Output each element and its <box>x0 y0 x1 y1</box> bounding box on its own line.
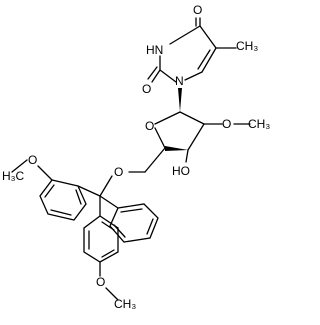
molecule-structure-drawing: O HN CH₃ O N O O CH₃ HO O O H₃C O CH₃ <box>2 3 270 311</box>
bond-c5-c6 <box>201 47 217 73</box>
ring-upper-inner-2 <box>50 209 72 216</box>
atom-ch3-2prime: CH₃ <box>248 117 270 131</box>
bond-n1-c2 <box>159 69 177 83</box>
bond-c2prime-c3prime <box>187 123 205 151</box>
bond-c1prime-c2prime <box>179 111 205 125</box>
methoxyphenyl-ring-upper <box>11 159 87 221</box>
bond-c6-n1 <box>184 71 203 81</box>
atom-o-5prime: O <box>114 165 123 179</box>
atom-o-ring: O <box>145 119 154 133</box>
atom-ho-3prime: HO <box>172 164 190 178</box>
sugar-ring <box>128 88 251 173</box>
ring-lower-inner-3 <box>101 221 115 231</box>
atom-o-methoxy-left: O <box>28 153 37 167</box>
phenyl-hexagon <box>109 203 159 243</box>
phenyl-inner-1 <box>120 208 143 213</box>
phenyl-inner-2 <box>146 218 154 235</box>
atom-o-c4: O <box>193 3 202 17</box>
bond-o-ch3-bottom <box>105 287 119 301</box>
atom-n1: N <box>175 74 184 88</box>
bond-n3-c4 <box>169 25 201 45</box>
bond-c4prime-c5prime <box>144 147 166 173</box>
thymine-ring <box>147 17 237 83</box>
atom-labels: O HN CH₃ O N O O CH₃ HO O O H₃C O CH₃ <box>2 3 270 311</box>
bond-ring-upper-o <box>37 165 53 181</box>
bond-o-ch3-left <box>11 159 28 173</box>
ring-lower-inner-2 <box>101 249 115 258</box>
ring-upper-inner-1 <box>44 184 55 198</box>
ring-upper-inner-3 <box>75 189 82 205</box>
bond-c4-c5 <box>199 25 217 49</box>
bond-c3prime-oh <box>185 149 189 163</box>
bond-c2-o-double <box>147 66 158 80</box>
bond-o5prime-ctrityl <box>99 175 113 197</box>
bond-c5-c6-inner <box>197 49 211 70</box>
atom-ch3-methoxy-bottom: CH₃ <box>114 297 136 311</box>
atom-o-methoxy-bottom: O <box>96 275 105 289</box>
atom-o-2prime: O <box>222 117 231 131</box>
phenyl-ring <box>109 203 159 243</box>
bond-o4prime-c4prime <box>154 127 166 149</box>
atom-o-c2: O <box>142 82 151 96</box>
wedge-c4prime-c3prime <box>165 146 188 151</box>
bond-ctrityl-ring2 <box>99 195 119 209</box>
atom-nh: HN <box>146 43 163 57</box>
methoxyphenyl-ring-lower <box>83 215 119 301</box>
atom-h3c-methoxy-left: H₃C <box>2 169 25 183</box>
bond-c1prime-o4prime <box>154 111 181 125</box>
bond-ctrityl-ring1 <box>77 185 101 197</box>
trityl-core <box>77 175 119 217</box>
wedge-c1prime-n1 <box>178 88 182 112</box>
bond-c2-o <box>151 69 161 83</box>
atom-ch3-c5: CH₃ <box>236 39 258 53</box>
